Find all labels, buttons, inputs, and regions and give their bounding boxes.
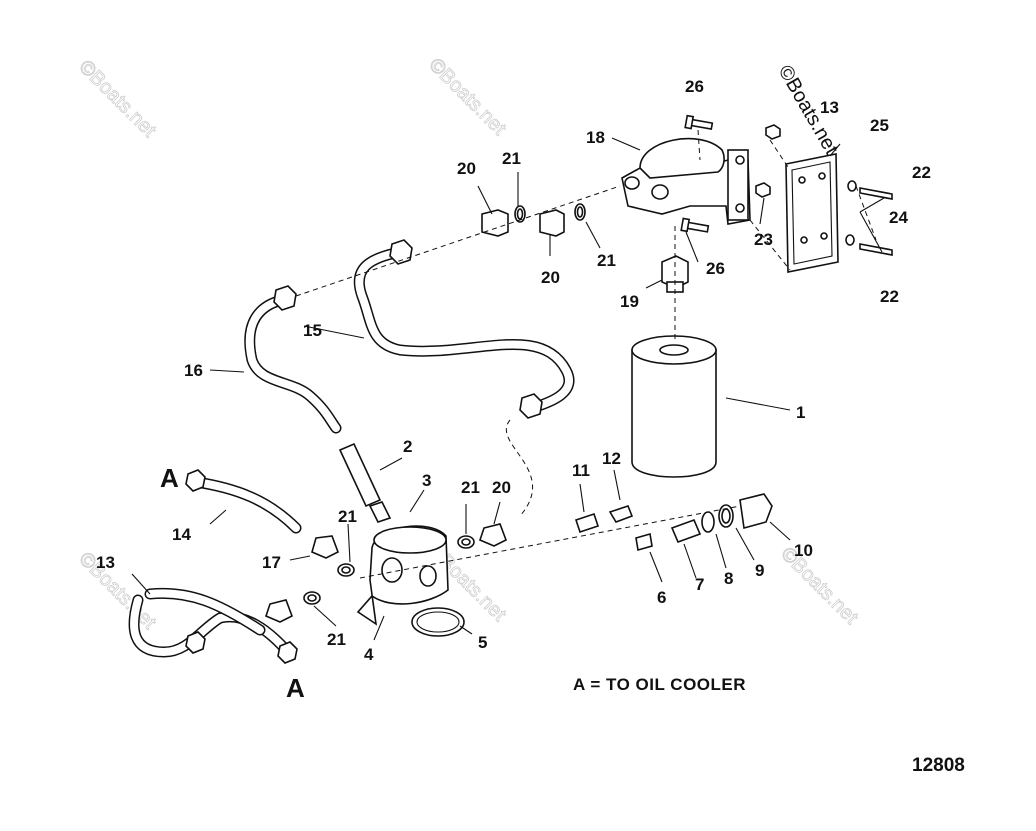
callout-1: 1 [796, 403, 805, 422]
callout-6: 6 [657, 588, 666, 607]
callout-4: 4 [364, 645, 374, 664]
callout-24: 24 [889, 208, 908, 227]
callout-16: 16 [184, 361, 203, 380]
marker-a-bottom: A [286, 673, 305, 703]
callout-14: 14 [172, 525, 191, 544]
oil-filter-part [631, 335, 717, 478]
bolts [680, 114, 714, 233]
callout-11: 11 [572, 461, 590, 480]
oil-hoses [128, 239, 575, 664]
callout-17: 17 [262, 553, 281, 572]
callout-21-c: 21 [461, 478, 480, 497]
callout-20-low: 20 [492, 478, 511, 497]
watermark: ©Boats.net [424, 54, 510, 140]
callout-13-top: 13 [820, 98, 839, 117]
callout-21-a: 21 [502, 149, 521, 168]
callout-21-e: 21 [327, 630, 346, 649]
watermark: ©Boats.net [776, 543, 862, 629]
leader-lines [131, 137, 885, 641]
callout-3: 3 [422, 471, 431, 490]
callout-23: 23 [754, 230, 773, 249]
filter-adapter-part [621, 137, 751, 225]
callout-20-mid: 20 [541, 268, 560, 287]
callout-25: 25 [870, 116, 889, 135]
callout-26-top: 26 [685, 77, 704, 96]
callout-12: 12 [602, 449, 621, 468]
lower-fittings [265, 523, 508, 623]
callout-22-top: 22 [912, 163, 931, 182]
callout-5: 5 [478, 633, 487, 652]
callout-15: 15 [303, 321, 322, 340]
callout-7: 7 [695, 575, 704, 594]
callout-26-bottom: 26 [706, 259, 725, 278]
o-ring-part [411, 607, 465, 637]
callout-9: 9 [755, 561, 764, 580]
callout-22-bottom: 22 [880, 287, 899, 306]
alignment-lines [295, 129, 877, 579]
callout-21-d: 21 [338, 507, 357, 526]
callout-13: 13 [96, 553, 115, 572]
filter-adapter-block-part [356, 525, 449, 626]
marker-a-top: A [160, 463, 179, 493]
hose-connector-part [338, 442, 392, 523]
mounting-bracket-part [785, 153, 839, 273]
callout-8: 8 [724, 569, 733, 588]
top-fittings [481, 203, 586, 237]
figure-number: 12808 [912, 755, 965, 776]
callout-19: 19 [620, 292, 639, 311]
callout-21-b: 21 [597, 251, 616, 270]
callout-18: 18 [586, 128, 605, 147]
callout-10: 10 [794, 541, 813, 560]
valve-parts [574, 493, 773, 552]
callout-numbers: 1 2 3 4 5 6 7 8 9 10 11 12 13 13 14 15 1… [96, 77, 931, 664]
callout-2: 2 [403, 437, 412, 456]
watermark: ©Boats.net [74, 56, 160, 142]
callout-20-top: 20 [457, 159, 476, 178]
legend-text: A = TO OIL COOLER [573, 675, 746, 694]
studs-and-nuts [755, 124, 893, 256]
